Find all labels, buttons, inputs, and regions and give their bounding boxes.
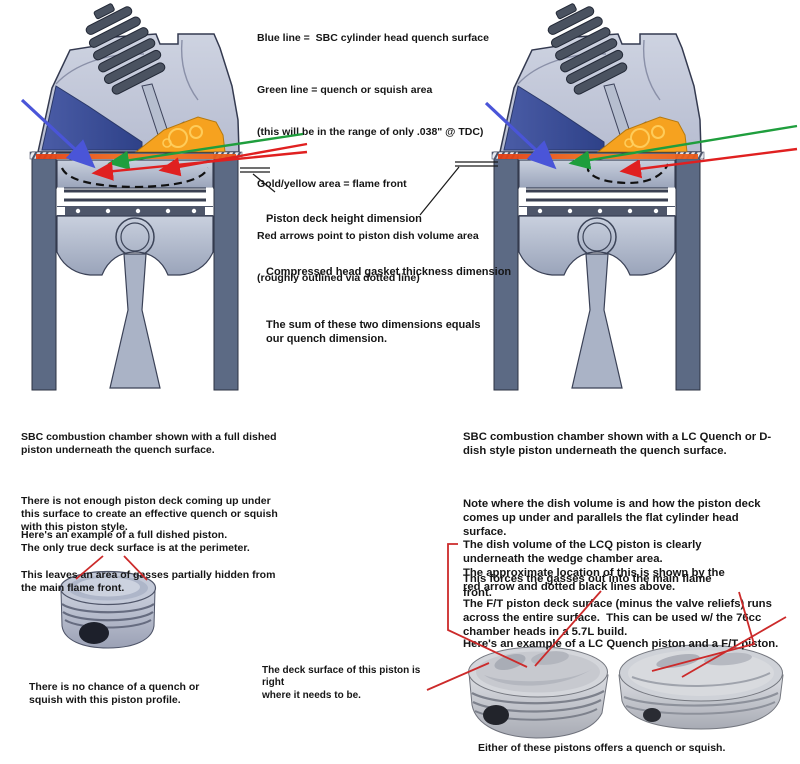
left-engine-diagram	[29, 3, 243, 391]
right-example: Here's an example of a LC Quench piston …	[463, 638, 779, 650]
legend-red-1: Red arrows point to piston dish volume a…	[257, 230, 479, 243]
connecting-rod	[571, 253, 623, 389]
piston	[56, 159, 214, 389]
quench-strip	[498, 154, 698, 159]
gasket-thickness-label: Compressed head gasket thickness dimensi…	[266, 266, 512, 279]
left-para-2: There is not enough piston deck coming u…	[21, 495, 278, 534]
cylinder-wall	[31, 151, 57, 391]
legend-blue: Blue line = SBC cylinder head quench sur…	[257, 32, 489, 45]
left-description: SBC combustion chamber shown with a full…	[21, 405, 296, 621]
piston	[518, 159, 676, 389]
wrist-pin-hole	[79, 622, 109, 644]
connecting-rod	[109, 253, 161, 389]
valve-spring	[547, 3, 628, 95]
quench-strip	[36, 154, 236, 159]
wrist-pin-hole	[643, 708, 661, 722]
ft-callout-text: The F/T piston deck surface (minus the v…	[463, 598, 772, 638]
deck-height-label: Piston deck height dimension	[266, 213, 422, 226]
legend-green-2: (this will be in the range of only .038"…	[257, 126, 484, 139]
lcq-callout-text: The dish volume of the LCQ piston is cle…	[463, 539, 725, 593]
right-para-1: SBC combustion chamber shown with a LC Q…	[463, 431, 772, 457]
no-quench-caption: There is no chance of a quench or squish…	[29, 681, 200, 707]
cylinder-wall	[213, 151, 239, 391]
right-para-2: Note where the dish volume is and how th…	[463, 498, 761, 538]
dish-outline-dashed	[60, 167, 210, 189]
cylinder-wall	[493, 151, 519, 391]
right-engine-diagram	[491, 3, 705, 391]
left-para-3: This leaves an area of gasses partially …	[21, 569, 276, 595]
dish-piston-example-caption: Here's an example of a full dished pisto…	[21, 529, 250, 555]
left-para-1: SBC combustion chamber shown with a full…	[21, 431, 277, 457]
deck-surface-caption: The deck surface of this piston is right…	[262, 665, 421, 701]
cylinder-wall	[675, 151, 701, 391]
d-dish	[484, 669, 592, 686]
legend-green-1: Green line = quench or squish area	[257, 84, 433, 97]
quench-sum-label: The sum of these two dimensions equals o…	[266, 319, 481, 345]
dish-outline-dashed	[586, 163, 669, 185]
either-piston-caption: Either of these pistons offers a quench …	[478, 742, 726, 754]
valve-spring	[85, 3, 166, 95]
legend-red-2: (roughly outlined via dotted line)	[257, 272, 420, 285]
dimension-labels: Piston deck height dimension Compressed …	[266, 186, 546, 374]
wrist-pin-hole	[483, 705, 509, 725]
